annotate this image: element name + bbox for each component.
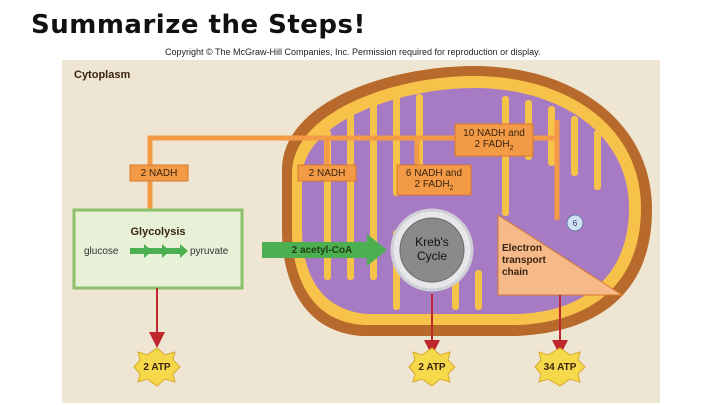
atp-burst-glycolysis: [133, 347, 181, 387]
etc-line3: chain: [502, 267, 529, 278]
nadh-acetyl-box: [297, 164, 357, 182]
krebs-line1: Kreb's: [415, 235, 449, 249]
atp-burst-krebs: [408, 347, 456, 387]
electron-symbol: 6: [572, 219, 578, 228]
nadh-krebs-box: [396, 164, 472, 196]
etc-line1: Electron: [502, 243, 543, 254]
glycolysis-title: Glycolysis: [130, 226, 186, 238]
nadh-glycolysis-label: 2 NADH: [140, 168, 178, 179]
nadh-acetyl-label: 2 NADH: [308, 168, 346, 179]
copyright-notice: Copyright © The McGraw-Hill Companies, I…: [165, 47, 541, 57]
krebs-cycle-label: Kreb's Cycle: [400, 235, 464, 263]
cristae: [324, 94, 601, 310]
nadh-glycolysis-box: [129, 164, 189, 182]
glycolysis-arrows: [130, 244, 188, 258]
nadh-total-line2: 2 FADH: [474, 139, 510, 150]
acetyl-coa-arrow: [262, 234, 387, 266]
nadh-krebs-line1: 6 NADH and: [405, 168, 463, 179]
nadh-total-box: [454, 123, 534, 157]
nadh-total-label: 10 NADH and 2 FADH2: [455, 128, 533, 154]
slide-title: Summarize the Steps!: [31, 10, 366, 40]
nadh-krebs-label: 6 NADH and 2 FADH2: [397, 168, 471, 194]
electron-marker: [566, 214, 584, 232]
cytoplasm-label: Cytoplasm: [74, 69, 131, 81]
nadh-krebs-line2: 2 FADH: [414, 179, 450, 190]
atp-glycolysis-label: 2 ATP: [143, 362, 171, 373]
glycolysis-input: glucose: [84, 246, 119, 257]
acetyl-coa-label: 2 acetyl-CoA: [291, 245, 353, 256]
cellular-respiration-diagram: Cytoplasm 2 NADH 2 NADH 6 NADH and 2 FAD…: [62, 60, 660, 403]
glycolysis-output: pyruvate: [190, 246, 229, 257]
nadh-total-line1: 10 NADH and: [463, 128, 525, 139]
nadh-krebs-subscript: 2: [449, 185, 454, 192]
krebs-line2: Cycle: [416, 249, 447, 263]
etc-line2: transport: [502, 255, 546, 266]
nadh-total-subscript: 2: [509, 145, 514, 152]
etc-label: Electron transport chain: [502, 243, 546, 279]
atp-etc-label: 34 ATP: [543, 362, 577, 373]
krebs-cycle-core: [399, 217, 465, 283]
atp-burst-etc: [534, 347, 586, 387]
atp-krebs-label: 2 ATP: [418, 362, 446, 373]
